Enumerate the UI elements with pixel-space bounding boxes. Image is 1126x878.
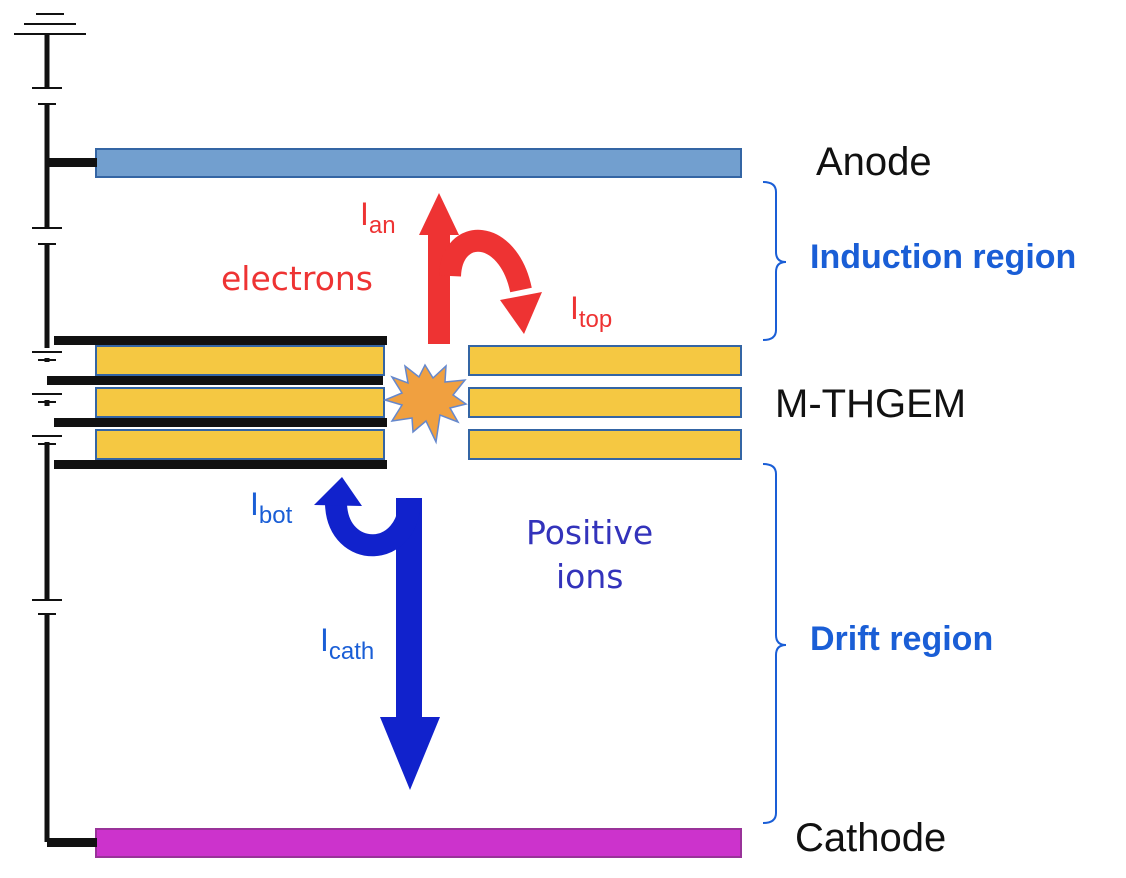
positive-ions-label-line1: Positive: [526, 513, 654, 552]
cathode-connector: [47, 838, 97, 847]
hv-supply-circuit: [14, 13, 86, 842]
thgem-layer-right-1: [468, 345, 742, 376]
avalanche-spark: [382, 363, 468, 445]
cathode-label: Cathode: [795, 816, 947, 860]
ion-arrow: [314, 477, 440, 790]
electron-arrow: [419, 193, 542, 344]
anode-label: Anode: [816, 140, 932, 184]
thgem-layers: [95, 345, 742, 460]
mthgem-label: M-THGEM: [775, 382, 967, 426]
induction-region-label: Induction region: [810, 238, 1077, 276]
cathode-plate: [95, 828, 742, 858]
thgem-layer-right-3: [468, 429, 742, 460]
thgem-layer-left-2: [95, 387, 385, 418]
thgem-layer-left-1: [95, 345, 385, 376]
positive-ions-label-line2: ions: [556, 557, 624, 596]
electrons-label: electrons: [221, 259, 373, 298]
current-i-cath-label: Icath: [320, 622, 375, 665]
drift-region-bracket: [762, 463, 787, 824]
battery-symbol-top: [14, 13, 86, 35]
battery-symbols-chain: [32, 87, 62, 615]
thgem-electrodes: [47, 336, 387, 469]
anode-plate: [95, 148, 742, 178]
thgem-layer-right-2: [468, 387, 742, 418]
anode-connector: [47, 158, 97, 167]
induction-region-bracket: [762, 181, 787, 341]
thgem-layer-left-3: [95, 429, 385, 460]
drift-region-label: Drift region: [810, 620, 994, 658]
current-i-an-label: Ian: [360, 196, 396, 239]
current-i-bot-label: Ibot: [250, 486, 293, 529]
current-i-top-label: Itop: [570, 290, 613, 333]
